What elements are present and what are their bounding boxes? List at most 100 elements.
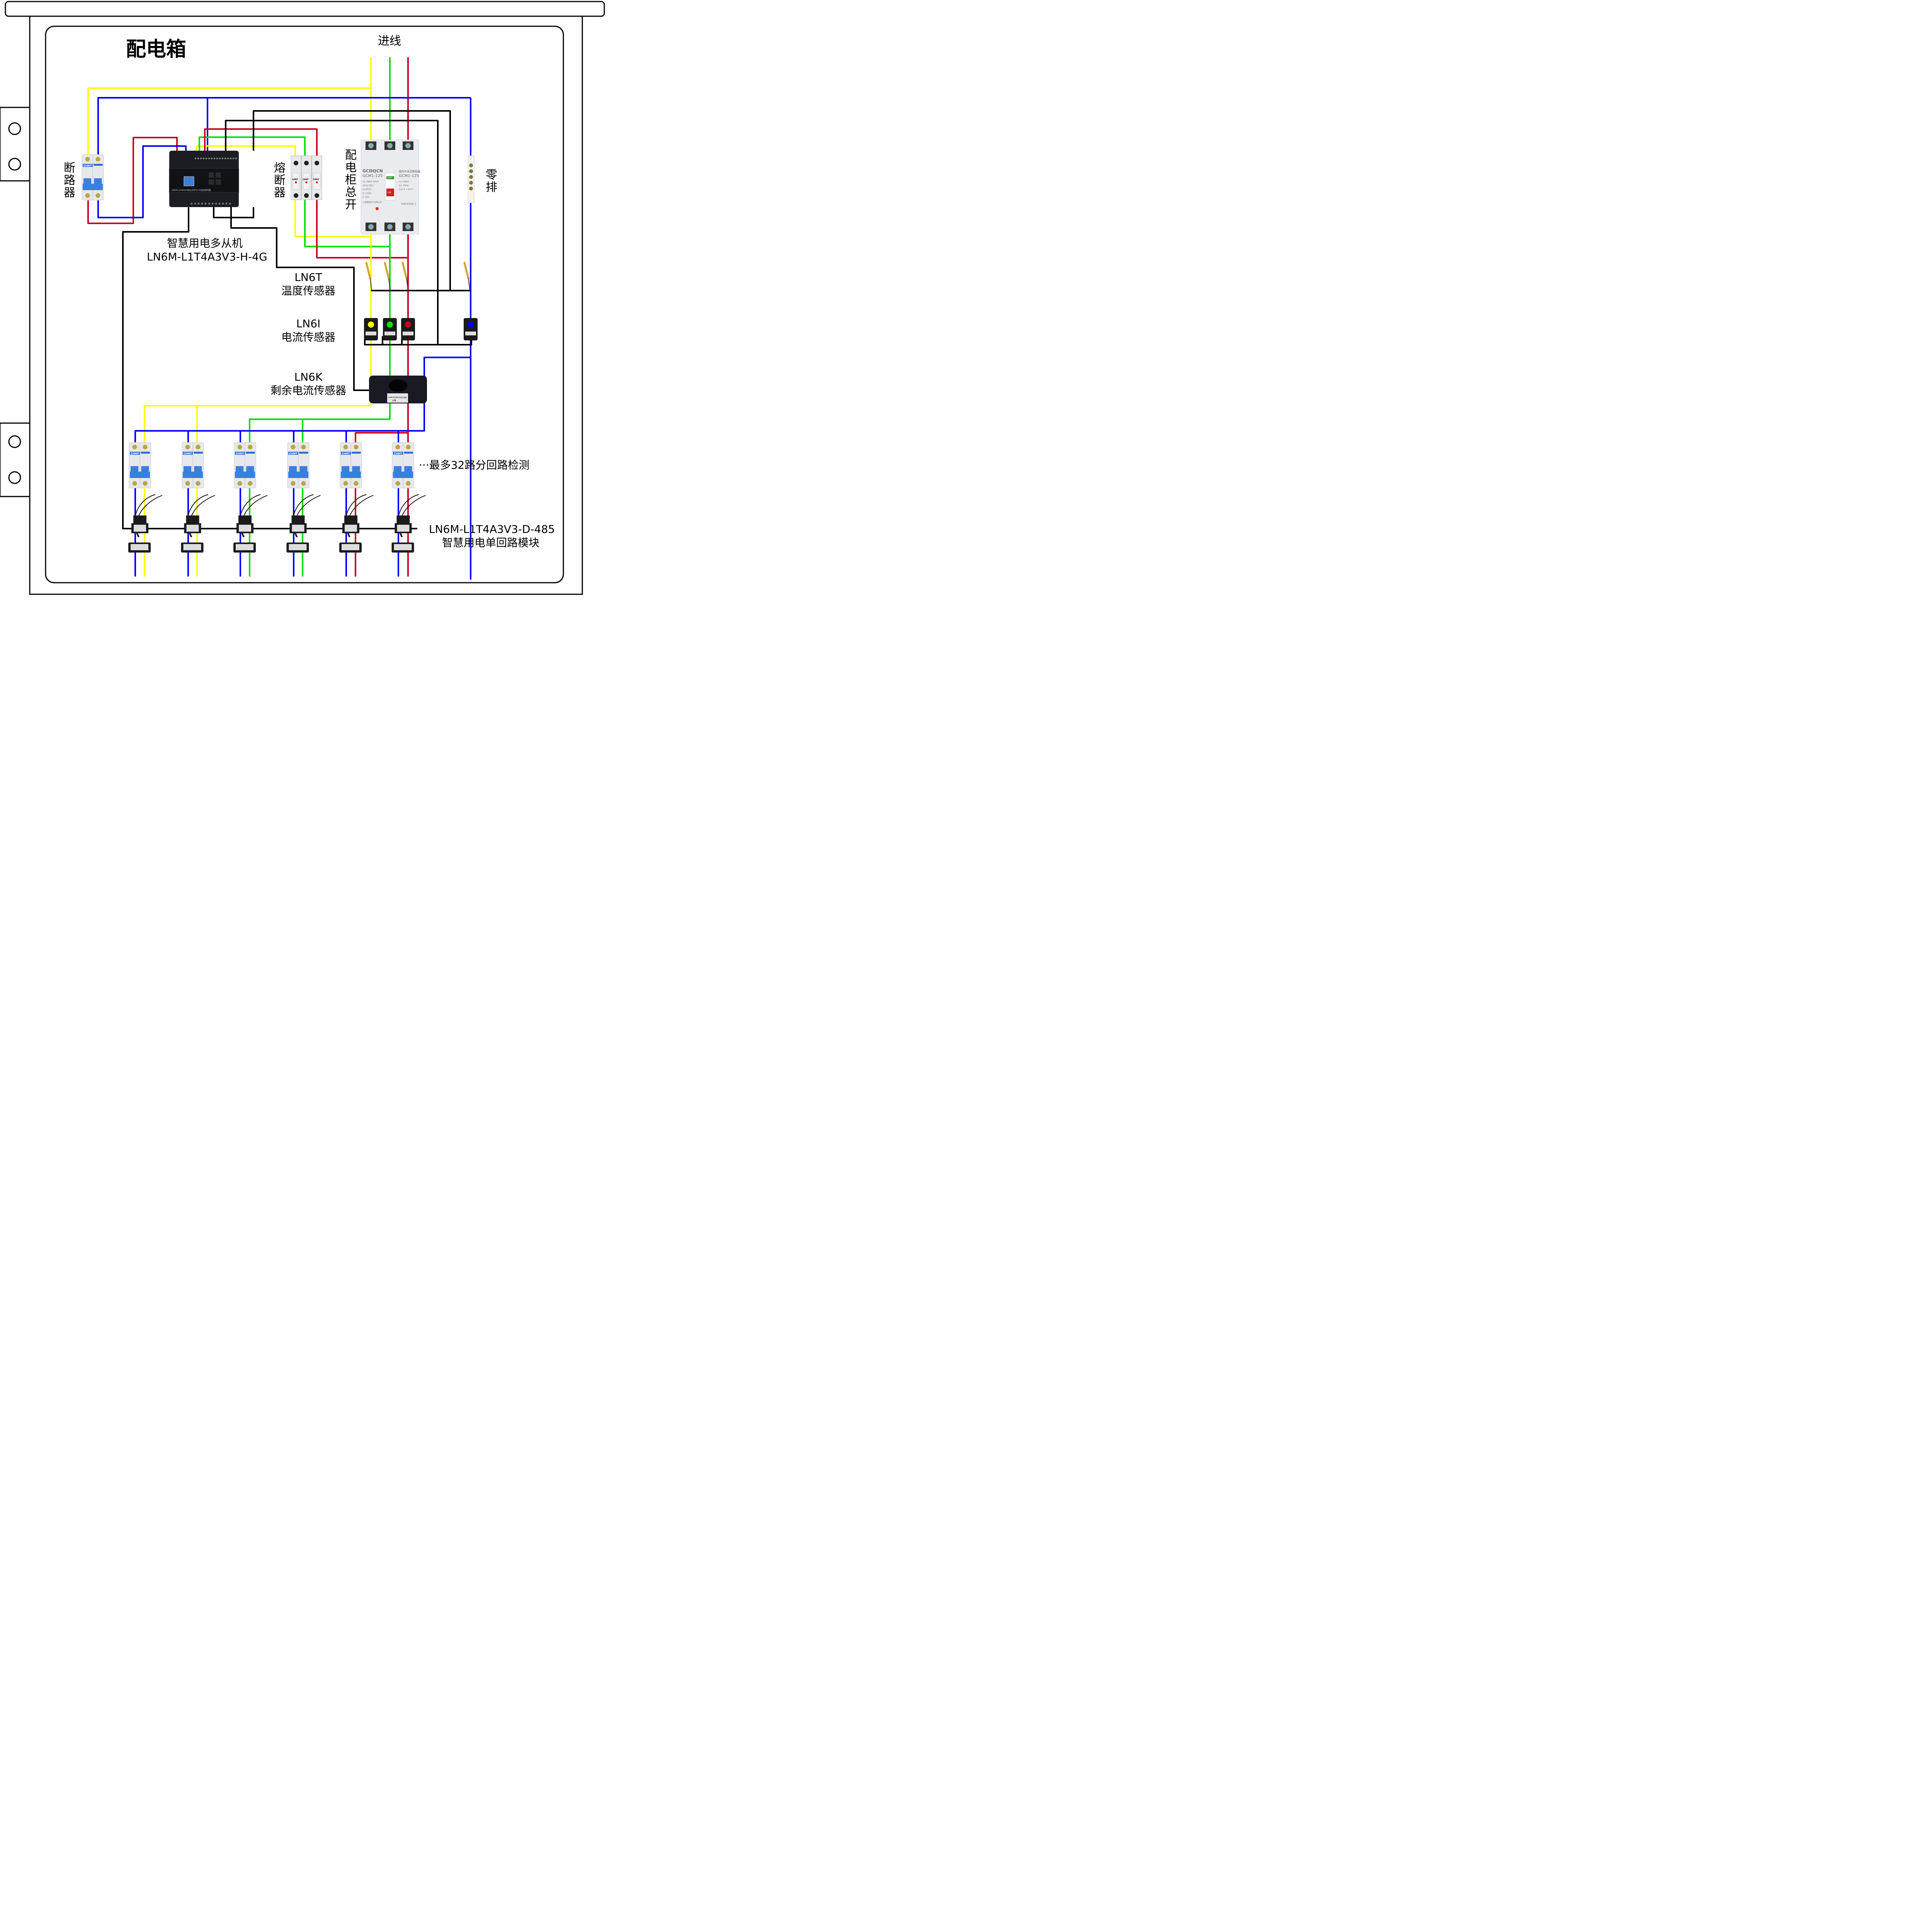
- current-sensor-label: LN6I 电流传感器: [270, 317, 347, 344]
- toggle-bar: [288, 471, 308, 478]
- main-switch-type: 塑料外壳式断路器: [399, 170, 420, 173]
- single-loop-module-5: [339, 494, 374, 553]
- toggle-bar: [393, 471, 413, 478]
- current-sensor: [383, 318, 397, 340]
- terminal-screw: [95, 193, 100, 198]
- signal-current-bus: [225, 120, 439, 345]
- temp-probe: [401, 262, 408, 279]
- terminal-screw: [143, 481, 148, 486]
- fuse-brand: CHNT: [313, 179, 319, 181]
- terminal: [190, 202, 193, 205]
- keypad-button: [209, 179, 214, 185]
- residual-sensor-label: LN6K 剩余电流传感器: [261, 370, 355, 397]
- terminal-screw: [395, 481, 400, 486]
- brand-text: CHNT: [236, 452, 244, 455]
- terminal: [200, 157, 202, 160]
- current-sensor-core: [468, 321, 474, 328]
- brand-strip: [83, 164, 93, 167]
- terminal-screw: [248, 481, 253, 486]
- terminal-screw: [368, 143, 374, 148]
- master-unit: LN6M-L1T4A3V3组合式电气火灾监控探测器: [169, 151, 239, 207]
- neutral-bar-screw: [469, 163, 473, 167]
- temp-probe-lead: [370, 278, 372, 291]
- residual-ring-label: [131, 544, 148, 550]
- fuse-cartridge: [303, 173, 310, 190]
- residual-ring-label: [394, 544, 412, 550]
- terminal-screw: [237, 481, 242, 486]
- module-label: [397, 525, 410, 532]
- branch-breaker-4: CHNT: [287, 442, 310, 488]
- signal-temp-bus: [253, 110, 451, 291]
- main-switch-model-right: GCM1-125: [399, 174, 419, 178]
- terminal: [219, 157, 221, 160]
- terminal-screw: [354, 445, 359, 449]
- terminal-screw: [185, 445, 190, 449]
- on-button: [386, 189, 394, 196]
- module-label: [134, 525, 146, 532]
- brand-strip: [94, 164, 103, 166]
- bus-n: [134, 357, 471, 444]
- current-sensor-body: [464, 318, 478, 340]
- residual-sensor-name: 剩余电流传感器: [270, 384, 346, 397]
- terminal: [216, 157, 218, 160]
- spec-row: Ui 800V: [362, 188, 372, 191]
- terminal: [204, 202, 207, 205]
- module-ct: [133, 515, 146, 524]
- fuse-indicator: [305, 181, 308, 184]
- spec-row-right: Ics 35kA: [399, 184, 409, 187]
- brand-text: CHNT: [184, 452, 192, 455]
- terminal-screw: [395, 445, 400, 449]
- toggle-bar: [235, 471, 255, 478]
- terminal-screw: [387, 224, 393, 230]
- terminal: [227, 157, 229, 160]
- keypad-button: [209, 172, 214, 178]
- on-label: ON: [388, 191, 391, 194]
- temp-sensor-model: LN6T: [294, 271, 322, 284]
- fuse-cartridge: [292, 173, 300, 190]
- terminal-screw: [301, 445, 306, 449]
- terminal-screw: [196, 445, 201, 449]
- off-label: OFF: [388, 177, 392, 179]
- terminal-screw: [132, 481, 137, 486]
- fuse-cartridge: [313, 173, 321, 190]
- temp-sensor-name: 温度传感器: [281, 284, 335, 297]
- terminal-screw: [301, 481, 306, 486]
- brand-strip: [183, 452, 193, 455]
- terminal-screw: [405, 143, 411, 148]
- current-sensor-core: [405, 321, 411, 328]
- spec-row: Uimp 8kV: [362, 184, 374, 187]
- off-indicator: [386, 176, 394, 179]
- branch-breaker-6: CHNT: [392, 442, 414, 488]
- brand-strip: [352, 452, 361, 454]
- terminal-screw: [406, 481, 411, 486]
- residual-ring-label: [183, 544, 201, 550]
- module-ct: [344, 515, 357, 524]
- current-sensor-name: 电流传感器: [281, 331, 335, 344]
- terminal: [208, 202, 210, 205]
- single-module-label: LN6M-L1T4A3V3-D-485 智慧用电单回路模块: [429, 522, 555, 549]
- temp-sensor-label: LN6T 温度传感器: [270, 270, 347, 298]
- terminal-screw: [368, 224, 374, 230]
- terminal-screw: [143, 445, 148, 449]
- terminal-screw: [185, 481, 190, 486]
- main-switch-model: GCM1-125: [362, 174, 383, 178]
- terminal-screw: [387, 143, 393, 148]
- single-module-model: LN6M-L1T4A3V3-D-485: [429, 523, 555, 536]
- current-sensor-body: [401, 318, 415, 340]
- single-loop-module-3: [233, 494, 268, 553]
- incoming-line-label: 进线: [378, 34, 401, 48]
- toggle-bar: [83, 184, 103, 190]
- master-power-n: [97, 145, 187, 218]
- neutral-bar-screw: [469, 169, 473, 173]
- single-loop-module-1: [128, 494, 163, 553]
- current-sensor-tag: [403, 332, 413, 335]
- current-sensor-body: [364, 318, 378, 340]
- neutral-bar-label: 零排: [483, 168, 497, 193]
- brand-strip: [299, 452, 308, 454]
- spec-row: In 100A: [362, 192, 372, 195]
- fuse-screw: [294, 193, 298, 198]
- residual-sensor-hole: [389, 379, 407, 392]
- main-switch-brand: GCDQCN: [362, 168, 383, 173]
- brand-text: CHNT: [394, 452, 402, 455]
